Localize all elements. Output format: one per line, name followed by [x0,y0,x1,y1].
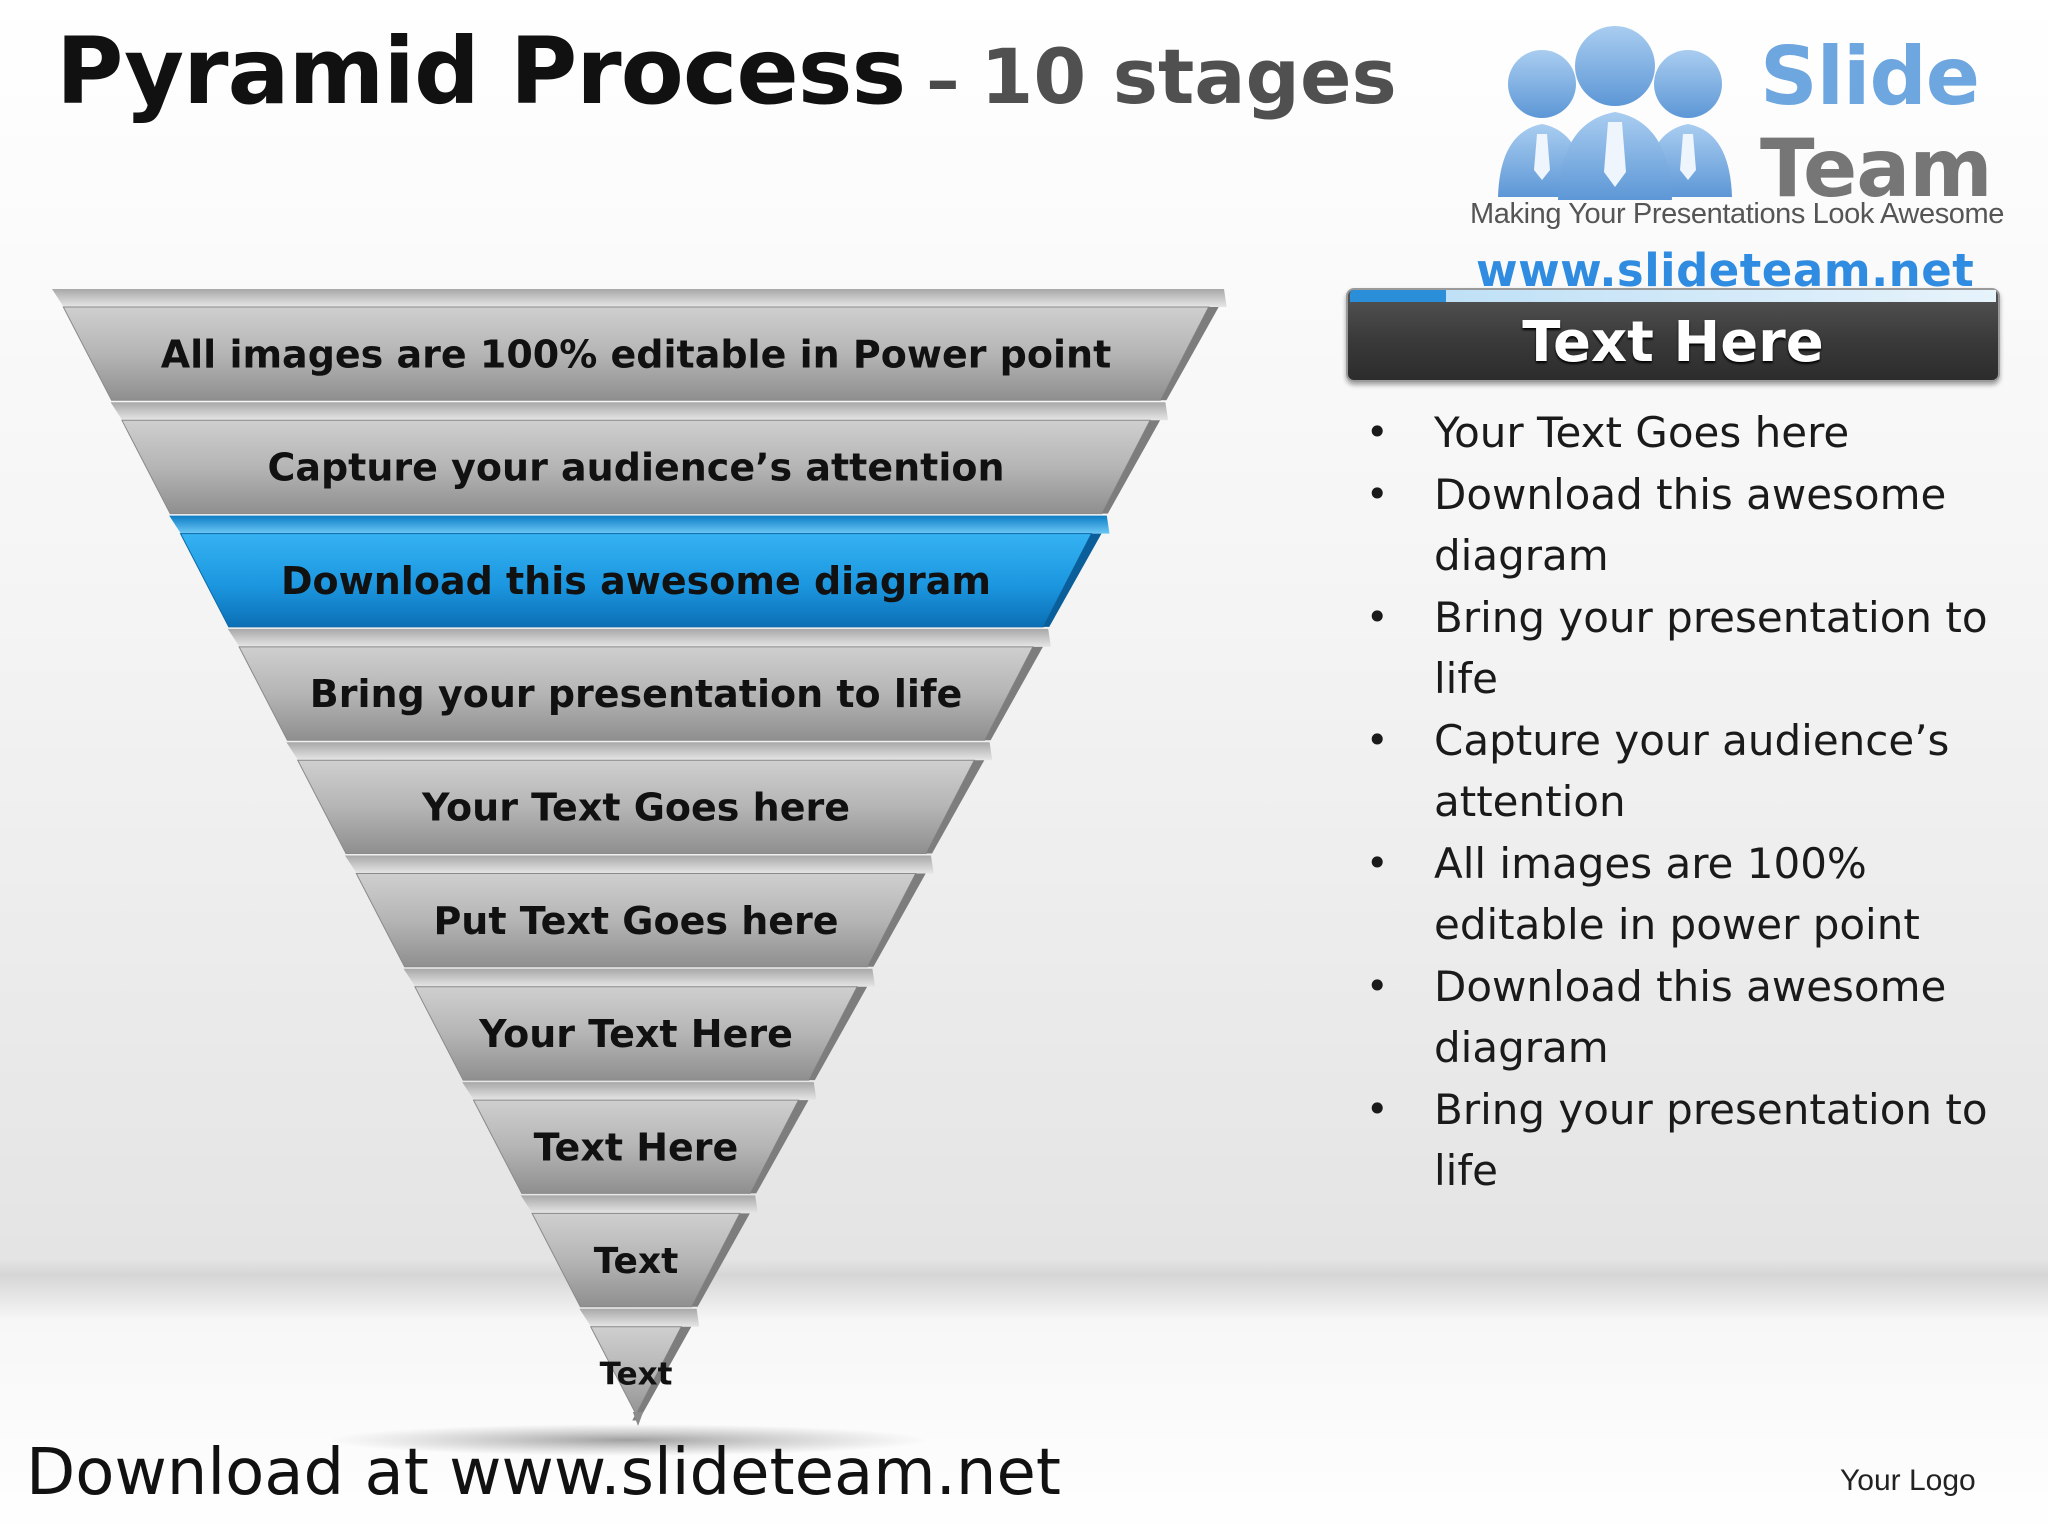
stage-top-face [462,1082,817,1101]
pyramid-stage: Bring your presentation to life [227,628,1051,741]
stage-label: Capture your audience’s attention [267,446,1004,490]
bullet-text: Bring your presentation to life [1434,1084,1988,1196]
bullet-text: Bring your presentation to life [1434,592,1988,704]
stage-side-face [808,986,868,1081]
title-subtitle: 10 stages [980,32,1397,121]
bullet-dot-icon: • [1366,594,1389,639]
stage-top-face [52,289,1227,307]
stage-label: Text Here [534,1125,739,1169]
bullet-dot-icon: • [1366,840,1389,885]
stage-side-face [750,1100,809,1194]
pyramid-shadow [328,1424,928,1456]
bullet-item: • Your Text Goes here [1366,402,2006,464]
stage-top-face [227,628,1051,647]
pyramid-stage: Your Text Goes here [286,742,993,854]
stage-label: Bring your presentation to life [310,672,963,716]
stage-label: All images are 100% editable in Power po… [161,332,1111,376]
stage-label: Text [600,1357,673,1393]
stage-side-face [1101,420,1161,514]
bullet-text: All images are 100% editable in power po… [1434,838,1920,950]
bullet-dot-icon: • [1366,1086,1389,1131]
three-people-logo-icon [1498,26,1732,200]
stage-side-face [867,873,926,967]
brand-word-team: Team [1760,122,1993,215]
bullet-dot-icon: • [1366,963,1389,1008]
stage-label: Download this awesome diagram [281,559,991,603]
bullet-dot-icon: • [1366,410,1389,454]
pyramid-stage: Text [579,1308,700,1421]
pyramid-apex [632,1412,644,1426]
pyramid-stage: Your Text Here [403,968,876,1081]
bullet-item: • Download this awesome diagram [1366,956,2006,1079]
stage-label: Text [594,1241,679,1282]
stage-label: Your Text Goes here [421,786,850,830]
stage-side-face [1043,533,1102,627]
bullet-text: Capture your audience’s attention [1434,715,1950,827]
stage-side-face [1160,307,1219,401]
bullet-list: • Your Text Goes here • Download this aweso… [1366,402,2006,1202]
title-main: Pyramid Process [56,18,906,125]
title-dash: – [926,42,960,119]
slide-title: Pyramid Process – 10 stages [56,18,1397,125]
panel-header-highlight [1446,290,1996,302]
pyramid-stage: Capture your audience’s attention [110,402,1169,515]
panel-header-bar [1346,288,2000,382]
bullet-text: Download this awesome diagram [1434,961,1947,1073]
stage-side-face [691,1213,750,1307]
bullet-item: • Capture your audience’s attention [1366,710,2006,833]
stage-side-face [926,760,985,854]
stage-top-face [403,968,876,987]
bullet-item: • Bring your presentation to life [1366,587,2006,710]
bullet-text: Download this awesome diagram [1434,469,1947,581]
stage-label: Put Text Goes here [433,899,838,943]
stage-label: Your Text Here [478,1012,793,1056]
bullet-item: • Bring your presentation to life [1366,1079,2006,1202]
bullet-item: • All images are 100% editable in power p… [1366,833,2006,956]
pyramid-stage: Text [520,1195,758,1308]
bullet-text: Your Text Goes here [1434,408,1850,457]
brand-tagline: Making Your Presentations Look Awesome [1470,198,2005,230]
pyramid-stage: Text Here [462,1082,817,1194]
pyramid-stage: Download this awesome diagram [169,515,1110,628]
stage-top-face [579,1308,700,1327]
pyramid-stage: Put Text Goes here [345,855,934,968]
stage-top-face [520,1195,758,1214]
pyramid-stage: All images are 100% editable in Power po… [52,289,1227,401]
bullet-item: • Download this awesome diagram [1366,464,2006,587]
inverted-pyramid-diagram: All images are 100% editable in Power po… [52,289,1227,1456]
brand-logo: Slide Team Making Your Presentations Loo… [1470,22,2030,302]
stage-top-face [169,515,1110,534]
stage-top-face [286,742,993,761]
footer-your-logo: Your Logo [1840,1464,1976,1497]
brand-word-slide: Slide [1760,30,1980,123]
stage-top-face [345,855,934,874]
bullet-dot-icon: • [1366,471,1389,516]
stage-side-face [633,1326,692,1420]
panel-title: Text Here [1522,310,1824,375]
panel-header-accent [1350,290,1446,302]
footer-download-text: Download at www.slideteam.net [26,1436,1061,1510]
stage-side-face [984,646,1043,741]
bullet-dot-icon: • [1366,717,1389,762]
stage-top-face [110,402,1169,421]
